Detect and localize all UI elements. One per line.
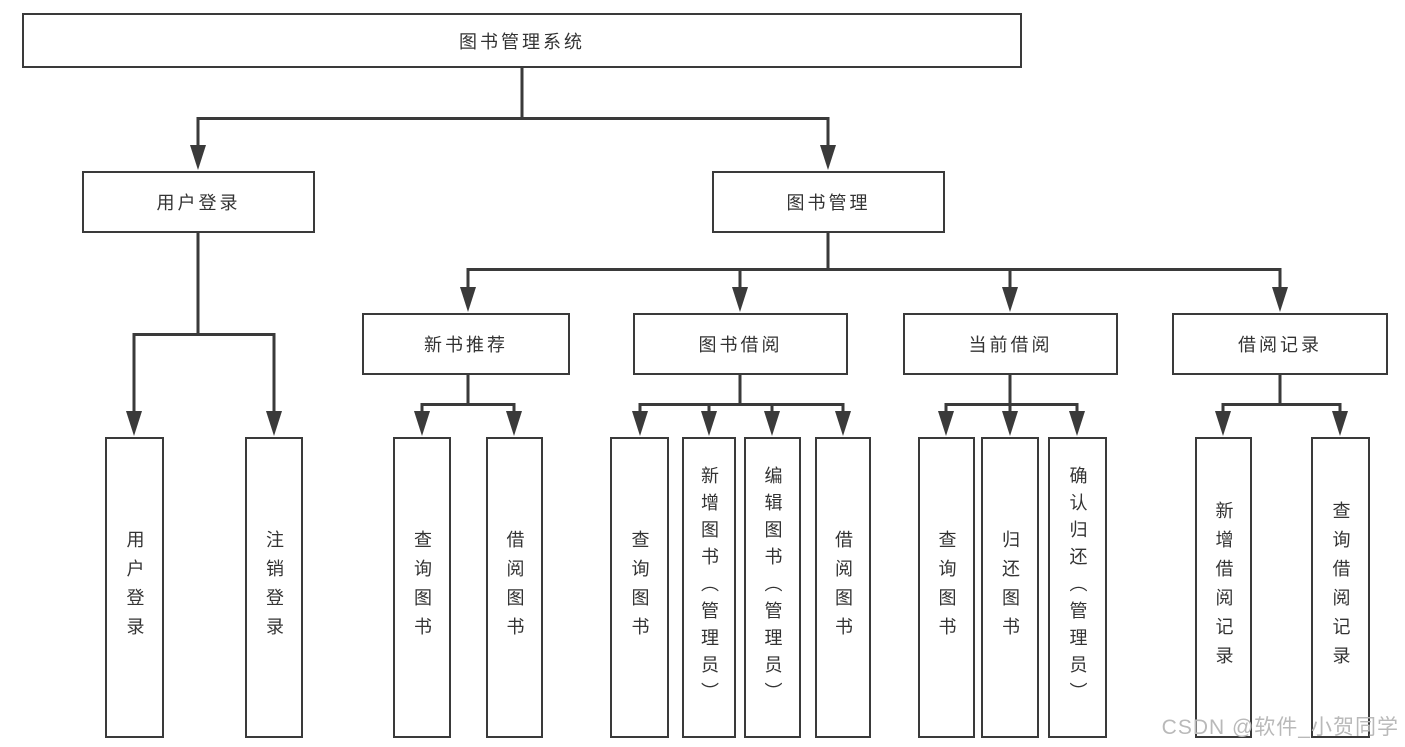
leaf-user-login-label: 用户登录 bbox=[124, 529, 145, 646]
node-borrow-records: 借阅记录 bbox=[1172, 313, 1388, 375]
node-root: 图书管理系统 bbox=[22, 13, 1022, 68]
leaf-user-login: 用户登录 bbox=[105, 437, 164, 738]
leaf-edit-book-admin: 编辑图书（管理员） bbox=[744, 437, 801, 738]
leaf-borrow-books-borrow-label: 借阅图书 bbox=[833, 529, 853, 646]
leaf-query-books-recommend: 查询图书 bbox=[393, 437, 451, 738]
leaf-query-books-borrow: 查询图书 bbox=[610, 437, 669, 738]
leaf-logout-label: 注销登录 bbox=[264, 529, 284, 646]
leaf-query-books-recommend-label: 查询图书 bbox=[412, 529, 432, 646]
leaf-confirm-return-admin: 确认归还（管理员） bbox=[1048, 437, 1107, 738]
node-current-borrow-label: 当前借阅 bbox=[968, 335, 1053, 355]
node-user-login-label: 用户登录 bbox=[156, 193, 241, 213]
node-book-borrow-label: 图书借阅 bbox=[698, 335, 783, 355]
leaf-query-books-current-label: 查询图书 bbox=[936, 529, 957, 646]
leaf-query-borrow-record-label: 查询借阅记录 bbox=[1330, 500, 1351, 675]
leaf-add-book-admin-label: 新增图书（管理员） bbox=[699, 466, 719, 709]
node-borrow-records-label: 借阅记录 bbox=[1238, 335, 1322, 355]
leaf-confirm-return-admin-label: 确认归还（管理员） bbox=[1067, 466, 1088, 709]
leaf-borrow-books-borrow: 借阅图书 bbox=[815, 437, 871, 738]
leaf-return-book: 归还图书 bbox=[981, 437, 1039, 738]
leaf-return-book-label: 归还图书 bbox=[1000, 529, 1020, 646]
leaf-add-book-admin: 新增图书（管理员） bbox=[682, 437, 736, 738]
node-book-borrow: 图书借阅 bbox=[633, 313, 848, 375]
leaf-add-borrow-record-label: 新增借阅记录 bbox=[1213, 500, 1234, 675]
node-root-label: 图书管理系统 bbox=[459, 31, 585, 52]
leaf-borrow-books-recommend: 借阅图书 bbox=[486, 437, 543, 738]
node-current-borrow: 当前借阅 bbox=[903, 313, 1118, 375]
leaf-query-borrow-record: 查询借阅记录 bbox=[1311, 437, 1370, 738]
watermark: CSDN @软件_小贺同学 bbox=[1161, 716, 1399, 739]
node-new-book-recommend: 新书推荐 bbox=[362, 313, 570, 375]
node-new-book-recommend-label: 新书推荐 bbox=[424, 335, 508, 355]
leaf-logout: 注销登录 bbox=[245, 437, 303, 738]
node-user-login: 用户登录 bbox=[82, 171, 315, 233]
leaf-query-books-borrow-label: 查询图书 bbox=[629, 529, 650, 646]
leaf-add-borrow-record: 新增借阅记录 bbox=[1195, 437, 1252, 738]
leaf-query-books-current: 查询图书 bbox=[918, 437, 975, 738]
leaf-borrow-books-recommend-label: 借阅图书 bbox=[504, 529, 525, 646]
node-book-management: 图书管理 bbox=[712, 171, 945, 233]
node-book-management-label: 图书管理 bbox=[786, 193, 871, 213]
leaf-edit-book-admin-label: 编辑图书（管理员） bbox=[762, 466, 783, 709]
